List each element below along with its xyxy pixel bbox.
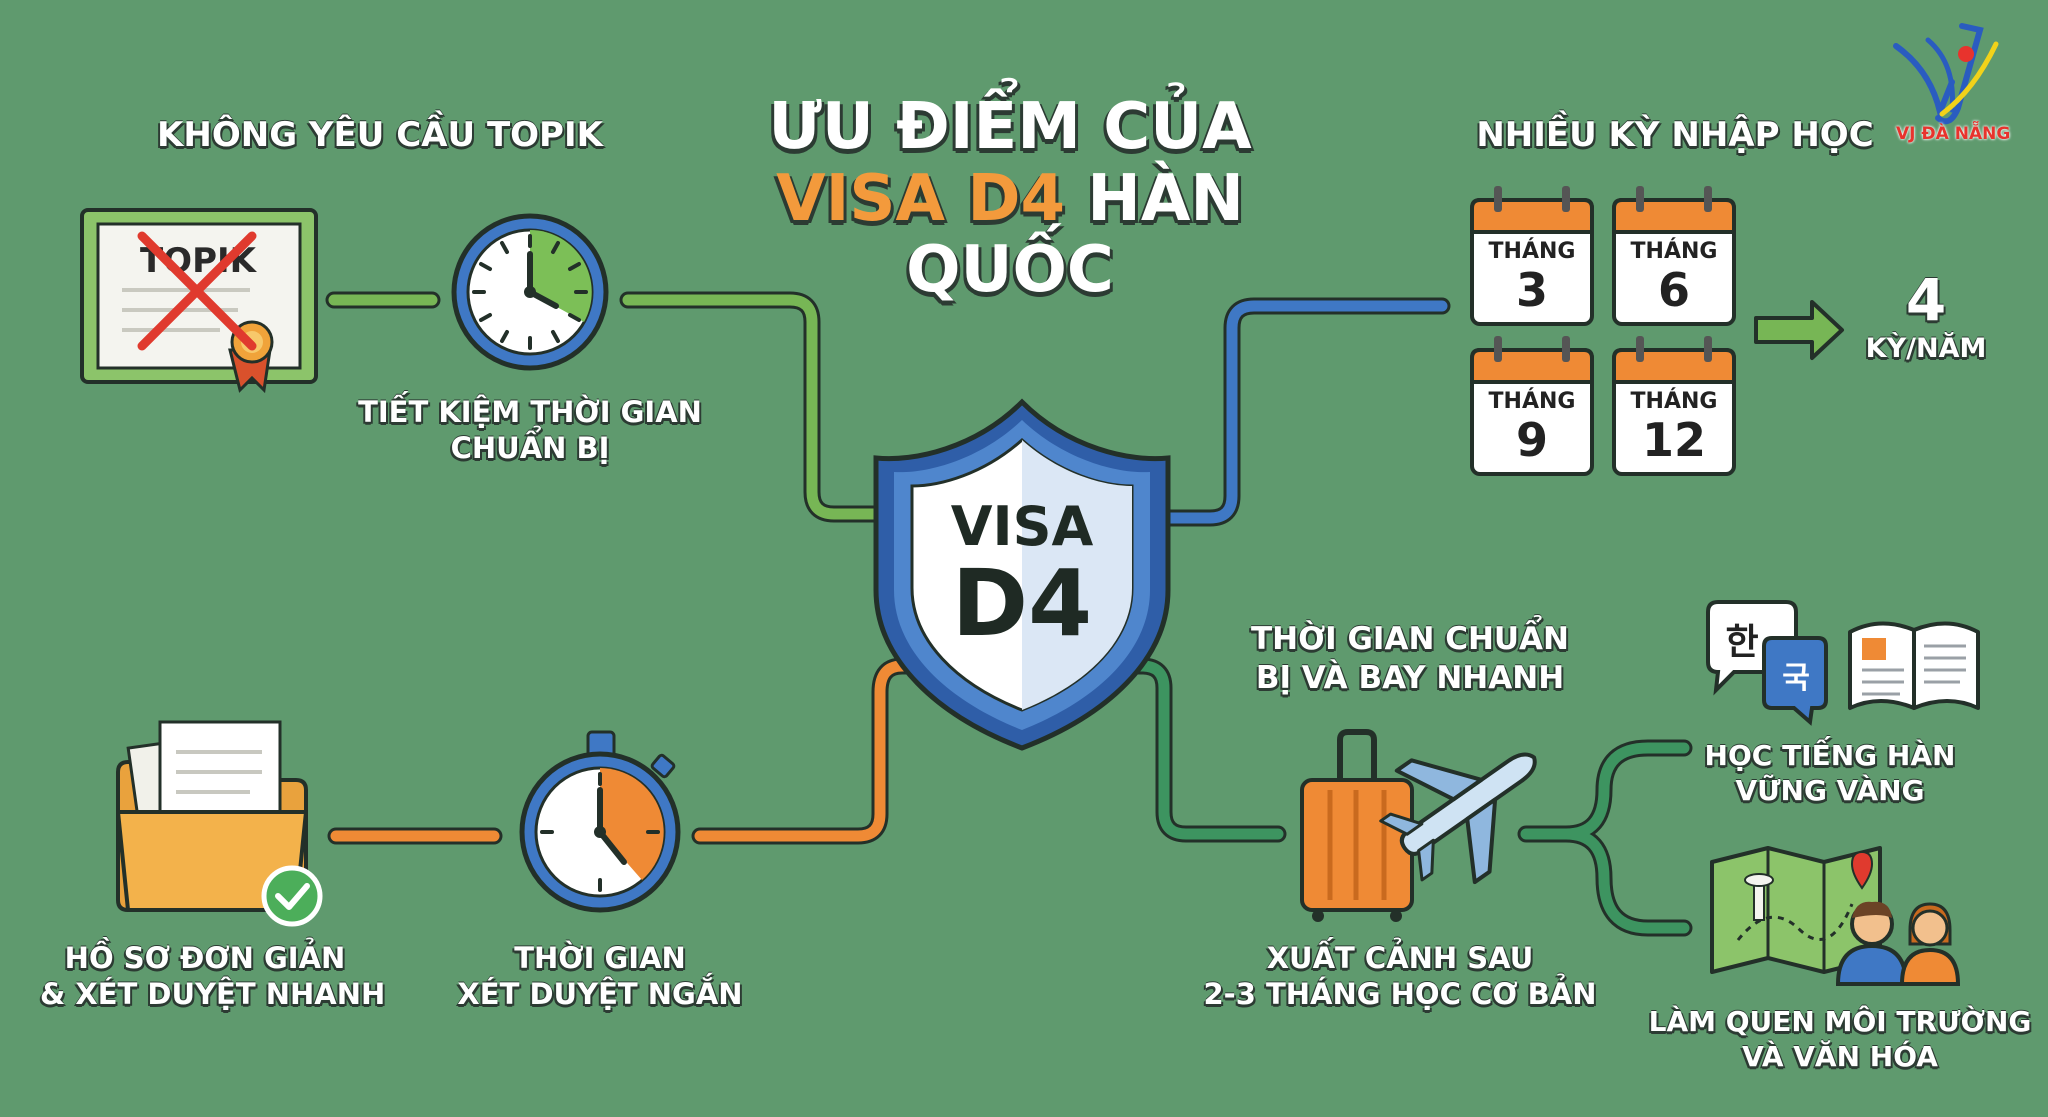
bubble-char-2: 국 [1782,661,1810,696]
stopwatch-icon [519,730,681,913]
label-line: & XÉT DUYỆT NHANH [40,977,386,1012]
calendar-month-label: THÁNG [1489,238,1576,264]
label-departure: XUẤT CẢNH SAU 2-3 THÁNG HỌC CƠ BẢN [1190,940,1610,1013]
calendar-month-number: 12 [1642,413,1706,467]
calendar-month-number: 3 [1516,263,1548,317]
calendar-month-label: THÁNG [1489,388,1576,414]
label-korean-learning: HỌC TIẾNG HÀN VỮNG VÀNG [1680,738,1980,808]
page-title: ƯU ĐIỂM CỦA VISA D4 HÀN QUỐC [690,90,1330,308]
visa-shield [873,398,1171,751]
label-line: BỊ VÀ BAY NHANH [1255,659,1565,696]
heading-fast-prep: THỜI GIAN CHUẨN BỊ VÀ BAY NHANH [1200,620,1620,698]
connector-blue [1153,297,1451,527]
label-simple-documents: HỒ SƠ ĐƠN GIẢN & XÉT DUYỆT NHANH [40,940,386,1013]
heading-multiple-intakes: NHIỀU KỲ NHẬP HỌC [1476,115,1874,155]
title-line-2: VISA D4 HÀN QUỐC [690,161,1330,308]
label-save-prep-time: TIẾT KIỆM THỜI GIAN CHUẨN BỊ [340,394,720,467]
calendar-month-number: 6 [1658,263,1690,317]
shield-text-d4: D4 [952,550,1092,657]
people-icon [1835,901,1961,986]
calendar-month-label: THÁNG [1631,238,1718,264]
label-line: VÀ VĂN HÓA [1742,1040,1938,1073]
calendar-icon-12 [1612,336,1736,476]
label-line: VỮNG VÀNG [1735,774,1925,807]
title-rest: HÀN QUỐC [906,161,1244,308]
clock-icon [451,213,609,371]
label-line: TIẾT KIỆM THỜI GIAN [358,395,702,429]
label-line: THỜI GIAN CHUẨN [1250,621,1569,657]
airplane-icon [1379,752,1537,885]
folder-icon [116,720,308,912]
calendar-month-label: THÁNG [1631,388,1718,414]
label-line: HỌC TIẾNG HÀN [1704,739,1956,772]
label-line: 2-3 THÁNG HỌC CƠ BẢN [1203,977,1597,1012]
calendar-icon-3 [1470,186,1594,326]
heading-no-topik: KHÔNG YÊU CẦU TOPIK [157,115,603,155]
vj-da-nang-logo [1893,23,1999,125]
open-book-icon [1848,621,1980,710]
connector-orange-to-shield [691,657,929,845]
label-line: XÉT DUYỆT NGẮN [457,977,743,1012]
label-line: LÀM QUEN MÔI TRƯỜNG [1648,1005,2032,1038]
calendar-icon-6 [1612,186,1736,326]
title-line-1: ƯU ĐIỂM CỦA [768,90,1252,164]
label-culture: LÀM QUEN MÔI TRƯỜNG VÀ VĂN HÓA [1640,1004,2040,1074]
intake-unit: KỲ/NĂM [1865,333,1987,364]
logo-text: VJ ĐÀ NẴNG [1896,124,2011,144]
calendar-month-number: 9 [1516,413,1548,467]
speech-bubble-icon [1706,600,1828,726]
label-line: THỜI GIAN [514,941,686,975]
cross-mark-icon [137,231,257,351]
label-line: XUẤT CẢNH SAU [1266,941,1534,975]
bubble-char-1: 한 [1725,622,1758,663]
shield-text-visa: VISA [951,495,1094,558]
intake-count: 4 [1905,266,1947,334]
label-short-review: THỜI GIAN XÉT DUYỆT NGẮN [440,940,760,1013]
calendar-icon-9 [1470,336,1594,476]
label-line: CHUẨN BỊ [450,431,610,466]
topik-certificate-icon [80,208,318,394]
title-accent: VISA D4 [776,161,1065,236]
arrow-right-icon [1754,300,1844,360]
label-line: HỒ SƠ ĐƠN GIẢN [64,941,346,975]
suitcase-icon [1300,729,1414,922]
check-badge-icon [261,865,323,927]
